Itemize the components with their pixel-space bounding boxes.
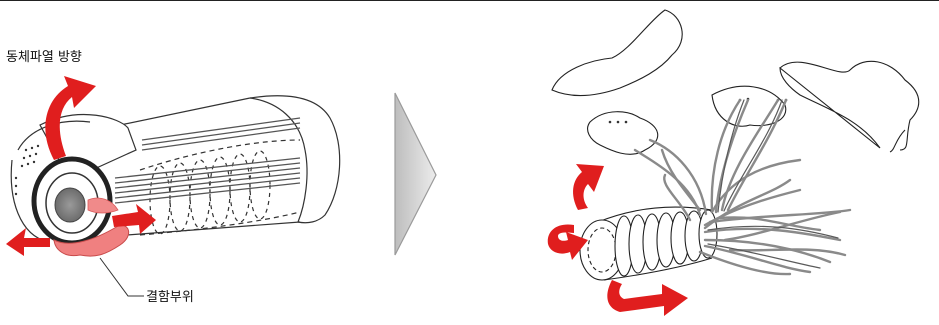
fragment-top xyxy=(552,10,682,96)
defect-inner-flare xyxy=(88,198,118,213)
defect-leader-line xyxy=(100,258,144,296)
rupture-direction-label: 동체파열 방향 xyxy=(6,46,82,65)
rod-bundle xyxy=(115,118,300,203)
bellows-tube xyxy=(580,207,717,280)
fragment-right xyxy=(780,61,919,152)
ruptured-cylinder xyxy=(552,10,919,280)
defect-site-label: 결함부위 xyxy=(146,286,194,305)
transition-arrow-triangle xyxy=(395,93,436,255)
fragment-left xyxy=(588,112,658,155)
